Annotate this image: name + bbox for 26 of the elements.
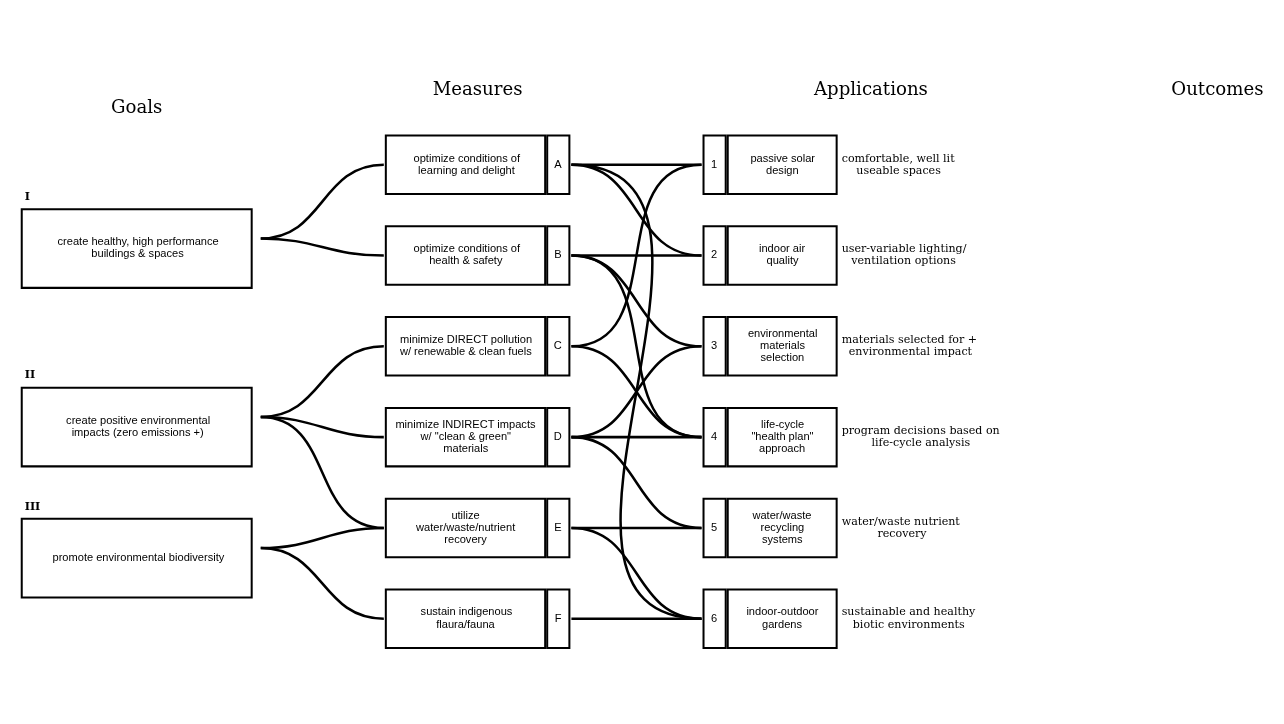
connector	[571, 616, 702, 620]
node-label: comfortable, well lit useable spaces	[841, 151, 955, 177]
connector	[260, 415, 384, 529]
label: Measures	[432, 77, 523, 99]
node-label: materials selected for + environmental impact	[841, 332, 978, 358]
connector	[260, 236, 384, 257]
connector	[260, 344, 384, 418]
connector	[571, 253, 702, 438]
node-label: program decisions based on life-cycle analysis	[841, 423, 1000, 449]
node-box: create positive environmental impacts (zero emissions +)	[20, 386, 253, 467]
connector	[571, 163, 702, 620]
node-label: I	[24, 189, 30, 203]
connector	[571, 526, 702, 620]
node-label: sustainable and healthy biotic environments	[841, 604, 976, 631]
connector	[571, 344, 702, 438]
node-label: III	[24, 499, 41, 513]
label: Goals	[111, 95, 163, 117]
node-label: II	[24, 367, 36, 381]
node-box: promote environmental biodiversity	[20, 517, 253, 598]
label: Applications	[813, 77, 928, 99]
node-label: water/waste nutrient recovery	[841, 514, 960, 540]
connector	[260, 546, 384, 620]
connector	[571, 435, 702, 529]
node-label: user-variable lighting/ ventilation options	[841, 241, 967, 267]
label: Outcomes	[1171, 77, 1264, 99]
node-box: create healthy, high performance buildings & spaces	[20, 207, 253, 289]
